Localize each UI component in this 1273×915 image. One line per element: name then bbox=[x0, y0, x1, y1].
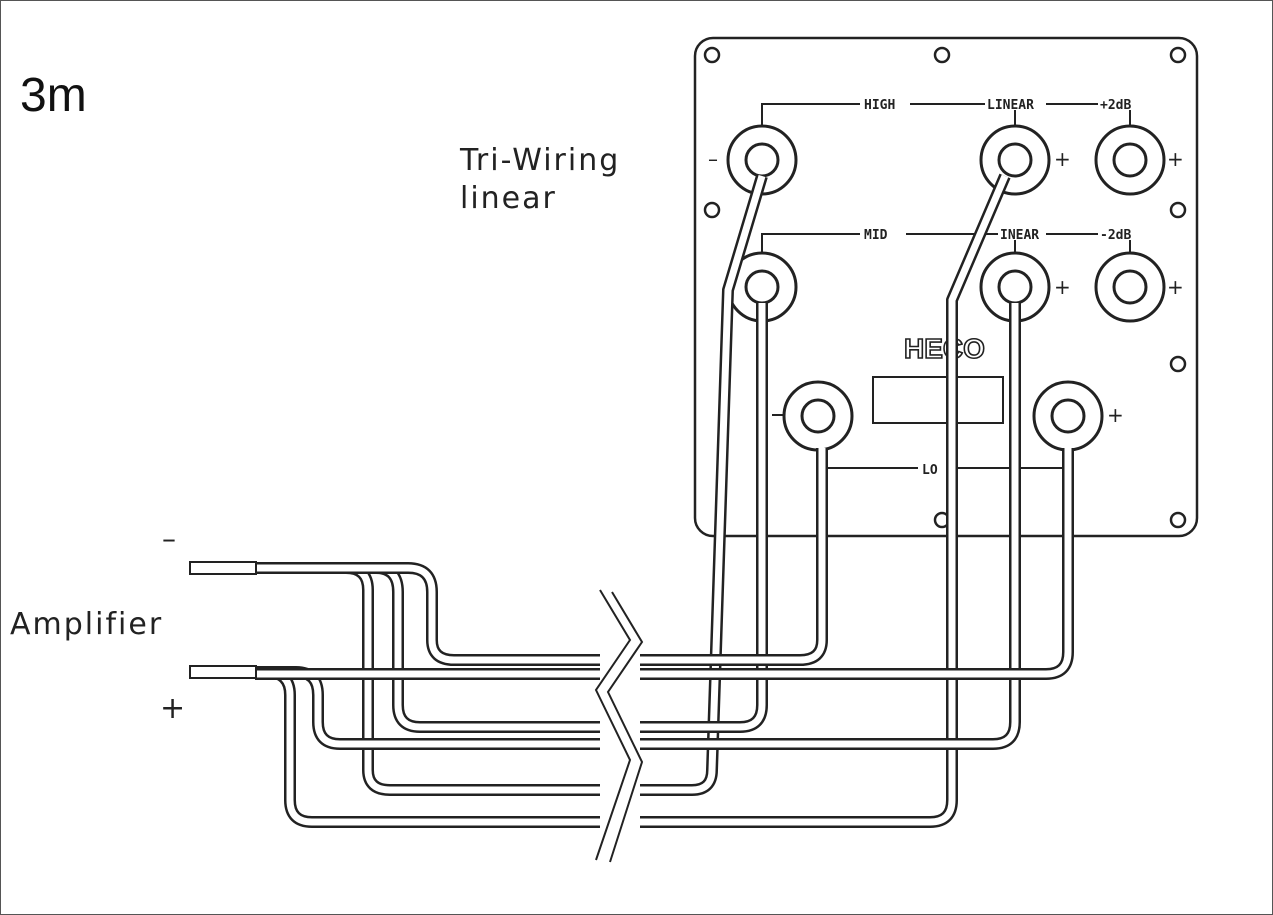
brand-plate bbox=[872, 376, 1004, 424]
high-label: HIGH bbox=[864, 98, 895, 113]
brand-logo: HECO bbox=[904, 333, 985, 364]
terminal-lo-minus bbox=[782, 380, 854, 452]
plus2db-label: +2dB bbox=[1100, 98, 1131, 113]
linear-mid-label: INEAR bbox=[1000, 228, 1039, 243]
high-line bbox=[761, 103, 860, 128]
plus-sign: + bbox=[1054, 147, 1071, 171]
terminal-high-linear-plus bbox=[979, 124, 1051, 196]
screw-hole bbox=[1169, 201, 1187, 219]
screw-hole bbox=[703, 46, 721, 64]
linear-top-label: LINEAR bbox=[987, 98, 1034, 113]
terminal-mid-linear-plus bbox=[979, 251, 1051, 323]
wire-lo-plus bbox=[255, 448, 1074, 680]
lo-label: LO bbox=[922, 463, 938, 478]
amplifier-plus-sign: + bbox=[160, 691, 185, 726]
mid-label: MID bbox=[864, 228, 888, 243]
title-line1: Tri-Wiring bbox=[459, 143, 620, 178]
terminal-lo-plus bbox=[1032, 380, 1104, 452]
screw-hole bbox=[1169, 355, 1187, 373]
amplifier-minus-lead bbox=[189, 561, 257, 575]
mid-line bbox=[761, 233, 860, 258]
plus-sign: + bbox=[1167, 147, 1184, 171]
terminal-mid-minus bbox=[726, 251, 798, 323]
figure-label: 3m bbox=[20, 69, 87, 122]
plus-sign: + bbox=[1107, 403, 1124, 427]
screw-hole bbox=[1169, 46, 1187, 64]
wire-lo-minus bbox=[255, 448, 828, 666]
screw-hole bbox=[703, 201, 721, 219]
wire-high-minus bbox=[255, 174, 768, 796]
title-line2: linear bbox=[460, 181, 557, 216]
amplifier-minus-sign: – bbox=[162, 522, 176, 555]
amplifier-plus-lead bbox=[189, 665, 257, 679]
amplifier-label: Amplifier bbox=[10, 607, 163, 642]
plus-sign: + bbox=[1167, 275, 1184, 299]
terminal-high-plus2db bbox=[1094, 124, 1166, 196]
screw-hole bbox=[1169, 511, 1187, 529]
plus-sign: + bbox=[1054, 275, 1071, 299]
minus2db-label: -2dB bbox=[1100, 228, 1131, 243]
minus-sign: – bbox=[708, 147, 718, 171]
cable-break-symbol bbox=[594, 560, 644, 870]
screw-hole bbox=[933, 46, 951, 64]
terminal-mid-minus2db bbox=[1094, 251, 1166, 323]
